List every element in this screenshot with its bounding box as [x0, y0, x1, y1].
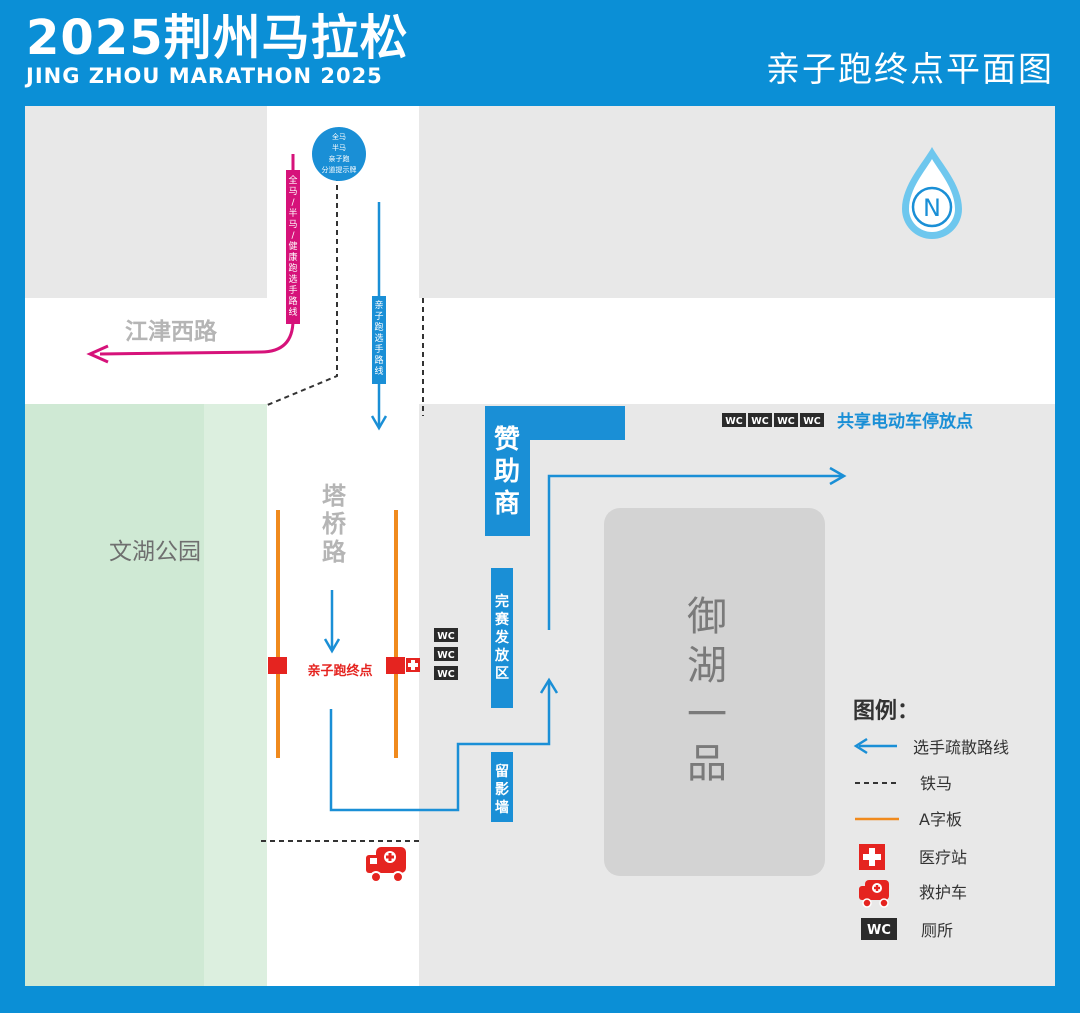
svg-text:子: 子 [374, 311, 383, 322]
toilet-icon [434, 628, 458, 642]
svg-text:/: / [291, 198, 295, 208]
event-title: 2025荆州马拉松 [26, 10, 409, 66]
yuhu-building [604, 508, 825, 876]
finish-dist-char: 发 [494, 629, 510, 646]
dispersal-route [329, 682, 551, 812]
svg-text:跑: 跑 [288, 262, 297, 274]
toilet-icon [748, 413, 772, 427]
photo-wall-char: 墙 [495, 799, 509, 816]
route-full-half-text: 全 马 / 半 马 / 健 康 跑 选 手 路 线 [288, 174, 297, 318]
toilet-icon [774, 413, 798, 427]
svg-text:分道提示牌: 分道提示牌 [322, 165, 357, 174]
route-family-text: 亲 子 跑 选 手 路 线 [374, 299, 383, 377]
svg-text:/: / [291, 231, 295, 241]
svg-text:WC: WC [867, 923, 891, 938]
toilet-icon [434, 666, 458, 680]
legend-medical-icon [859, 844, 885, 870]
sponsor-char: 赞 [493, 425, 520, 455]
map-area: WC 江津西路 塔 桥 路 文湖公园 御 湖 一 品 赞 助 [25, 106, 1055, 986]
sponsor-area [485, 406, 530, 536]
finish-marker [268, 657, 287, 674]
jiangjin-road [25, 298, 1055, 404]
svg-text:健: 健 [288, 240, 297, 252]
legend-a-board: A字板 [919, 810, 962, 829]
svg-text:线: 线 [288, 306, 297, 318]
split-sign-text: 全马 半马 亲子跑 分道提示牌 [322, 132, 357, 174]
legend-barrier: 铁马 [920, 774, 952, 793]
jiangjin-road-label: 江津西路 [125, 318, 218, 345]
toilet-icon [800, 413, 824, 427]
map-title: 亲子跑终点平面图 [766, 50, 1054, 90]
ambulance-icon [366, 847, 406, 883]
taqiao-road-char: 路 [322, 538, 347, 566]
svg-text:手: 手 [374, 343, 383, 355]
legend-medical: 医疗站 [919, 848, 967, 867]
finish-marker [386, 657, 405, 674]
photo-wall [491, 752, 513, 822]
legend: 图例： 选手疏散路线 铁马 A字板 医疗站 [853, 699, 1009, 940]
svg-text:路: 路 [288, 295, 297, 307]
svg-text:跑: 跑 [374, 321, 383, 333]
svg-text:半马: 半马 [332, 143, 346, 152]
yuhu-char: 一 [687, 692, 727, 738]
park-path [204, 404, 267, 986]
route-family-label [372, 296, 386, 384]
photo-wall-char: 影 [495, 782, 509, 798]
svg-text:手: 手 [288, 284, 297, 296]
taqiao-road-char: 桥 [322, 510, 347, 538]
svg-text:亲: 亲 [374, 299, 383, 311]
sponsor-char: 助 [494, 457, 520, 487]
finish-dist-char: 赛 [494, 611, 510, 628]
legend-title: 图例： [853, 699, 919, 724]
toilet-icon [434, 647, 458, 661]
north-arrow-icon: N [902, 147, 962, 239]
svg-text:N: N [923, 194, 941, 222]
svg-text:亲子跑: 亲子跑 [329, 154, 350, 163]
svg-text:选: 选 [288, 273, 297, 285]
svg-text:选: 选 [374, 332, 383, 344]
finish-point-label: 亲子跑终点 [307, 663, 372, 679]
split-sign [312, 127, 366, 181]
svg-text:路: 路 [374, 354, 383, 366]
photo-wall-char: 留 [495, 763, 509, 780]
map-canvas: WC 江津西路 塔 桥 路 文湖公园 御 湖 一 品 赞 助 [25, 106, 1055, 986]
legend-dispersal: 选手疏散路线 [913, 738, 1009, 757]
svg-text:全: 全 [288, 174, 297, 186]
sponsor-char: 商 [494, 488, 520, 519]
svg-text:全马: 全马 [332, 132, 346, 141]
route-full-half-label [286, 170, 300, 324]
legend-dispersal-icon [853, 737, 868, 755]
legend-toilet-icon: WC [861, 918, 897, 940]
dispersal-route [547, 474, 842, 630]
svg-text:线: 线 [374, 365, 383, 377]
ebike-parking-label: 共享电动车停放点 [837, 411, 973, 432]
finish-dist-char: 区 [495, 666, 509, 682]
event-subtitle: JING ZHOU MARATHON 2025 [26, 64, 383, 88]
legend-ambulance: 救护车 [919, 883, 967, 902]
legend-ambulance-icon [859, 880, 889, 908]
yuhu-char: 御 [687, 594, 727, 640]
svg-text:马: 马 [288, 219, 297, 230]
taqiao-road-char: 塔 [322, 482, 347, 510]
finish-dist-char: 完 [495, 593, 509, 610]
svg-text:马: 马 [288, 186, 297, 197]
park-label: 文湖公园 [109, 539, 201, 565]
svg-text:半: 半 [288, 207, 297, 219]
finish-distribution-area [491, 568, 513, 708]
yuhu-char: 品 [687, 741, 727, 787]
finish-dist-char: 放 [494, 647, 510, 664]
toilet-icon [722, 413, 746, 427]
yuhu-char: 湖 [687, 643, 727, 689]
svg-text:康: 康 [288, 251, 297, 263]
barrier-line [264, 176, 338, 407]
legend-toilet: 厕所 [921, 921, 953, 940]
